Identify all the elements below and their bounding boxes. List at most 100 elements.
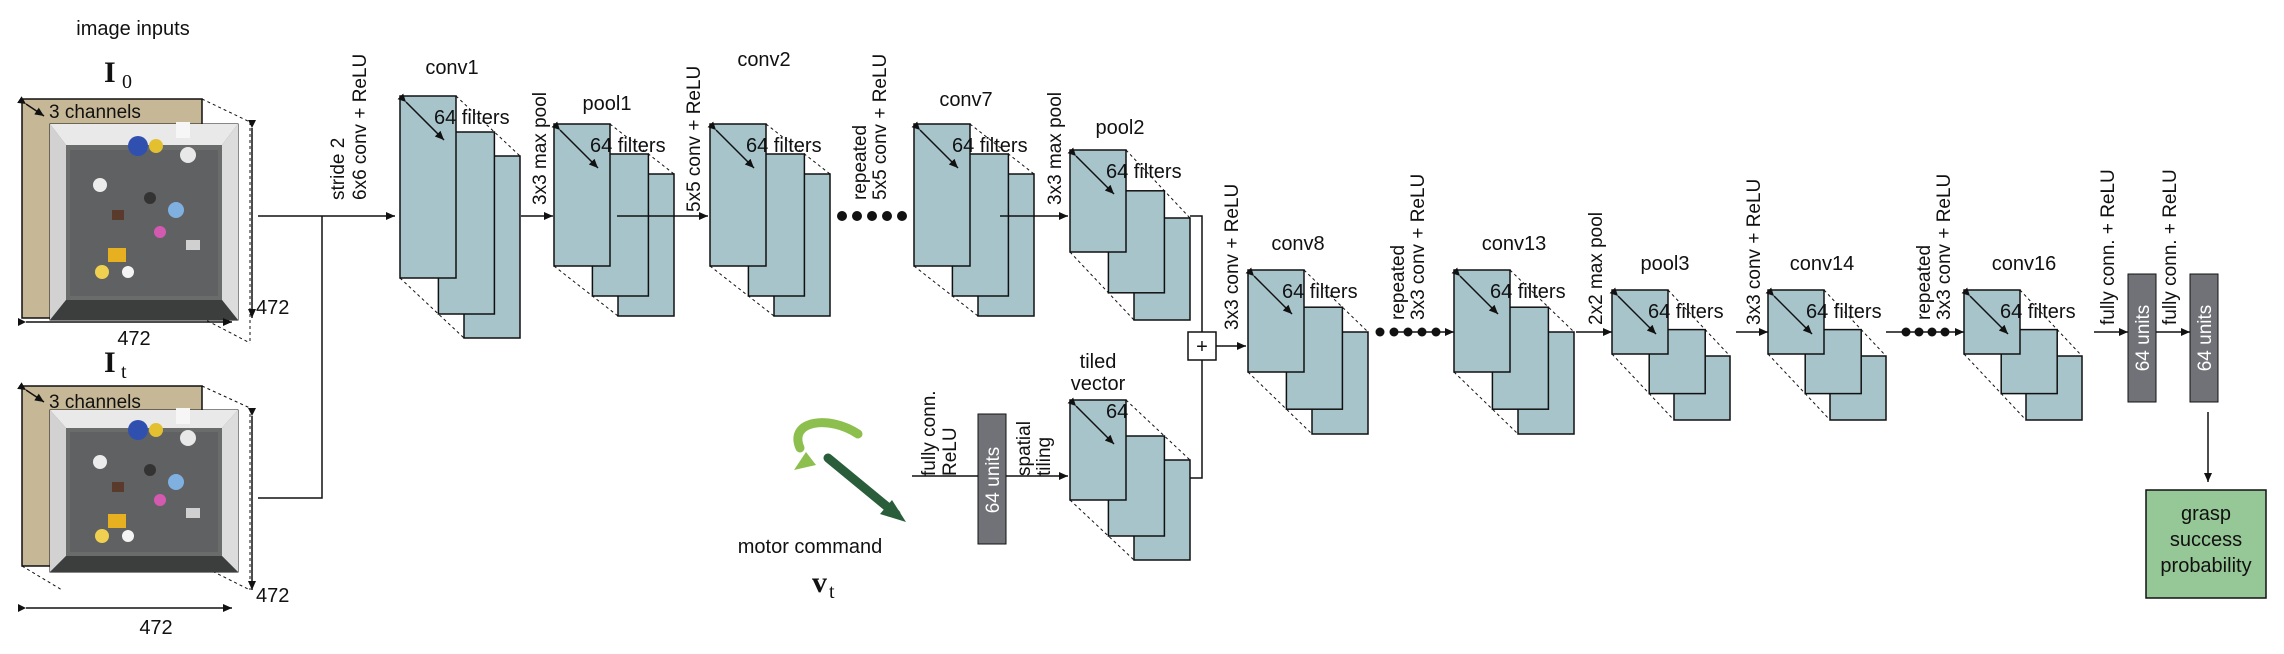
- motor-command-icon: [793, 418, 906, 522]
- svg-text:spatial: spatial: [1014, 421, 1035, 476]
- conv8-op-label: 3x3 conv + ReLU: [1222, 184, 1243, 330]
- layer-filters-label: 64 filters: [1282, 281, 1358, 303]
- image0-width-label: 472: [117, 328, 150, 350]
- filter-depth-arrow: [911, 121, 959, 169]
- pool2-op-label: 3x3 max pool: [1045, 92, 1066, 205]
- layer-filters-label: 64 filters: [1806, 301, 1882, 323]
- filter-depth-arrow: [1961, 287, 2009, 335]
- conv14-op-label: 3x3 conv + ReLU: [1744, 179, 1765, 325]
- merge-plus-node: +: [1187, 331, 1217, 361]
- layer-name-label: vector: [1071, 373, 1126, 395]
- svg-text:tiling: tiling: [1034, 437, 1055, 476]
- svg-text:6x6 conv + ReLU: 6x6 conv + ReLU: [350, 54, 371, 200]
- fc2-op-label: fully conn. + ReLU: [2160, 169, 2181, 325]
- filter-depth-arrow: [1067, 397, 1115, 445]
- svg-text:probability: probability: [2160, 555, 2251, 577]
- inputs-header: image inputs: [76, 18, 189, 40]
- layer-name-label: conv7: [939, 89, 992, 111]
- workspace-photo-t: [49, 408, 239, 573]
- imaget-height-label: 472: [256, 585, 289, 607]
- repeated-op-label-3: repeated 3x3 conv + ReLU: [1914, 174, 1955, 320]
- spatial-tiling-op-label: spatial tiling: [1014, 421, 1055, 476]
- svg-text:3x3 conv + ReLU: 3x3 conv + ReLU: [1934, 174, 1955, 320]
- imaget-channels-label: 3 channels: [49, 392, 141, 413]
- filter-depth-arrow: [1609, 287, 1657, 335]
- pool1-op-label: 3x3 max pool: [530, 92, 551, 205]
- svg-text:64 units: 64 units: [2195, 305, 2216, 372]
- layer-block-conv2: 64 filters conv2: [707, 49, 831, 317]
- repeated-op-label-2: repeated 3x3 conv + ReLU: [1388, 174, 1429, 320]
- repeated-op-label-1: repeated 5x5 conv + ReLU: [850, 54, 891, 200]
- motor-units-bar: 64 units: [977, 413, 1007, 545]
- filter-depth-arrow: [1245, 267, 1293, 315]
- motor-subscript: t: [829, 581, 835, 603]
- svg-text:3x3 conv + ReLU: 3x3 conv + ReLU: [1408, 174, 1429, 320]
- layer-filters-label: 64 filters: [1648, 301, 1724, 323]
- filter-depth-arrow: [397, 93, 445, 141]
- layer-filters-label: 64 filters: [746, 135, 822, 157]
- layer-filters-label: 64 filters: [2000, 301, 2076, 323]
- imaget-input: 3 channels 472 472: [17, 382, 289, 639]
- image0-height-label: 472: [256, 297, 289, 319]
- svg-text:repeated: repeated: [850, 125, 871, 200]
- fc1-op-label: fully conn. + ReLU: [2098, 169, 2119, 325]
- repeated-dots-2: [1375, 327, 1441, 337]
- layer-name-label: pool1: [583, 93, 632, 115]
- imaget-symbol: I: [104, 346, 116, 379]
- main-path-arrows: [521, 212, 2212, 482]
- layer-name-label: conv8: [1271, 233, 1324, 255]
- layer-name-label: conv13: [1482, 233, 1547, 255]
- conv2-op-label: 5x5 conv + ReLU: [684, 66, 705, 212]
- layer-block-conv1: 64 filters conv1: [397, 57, 521, 339]
- layer-block-conv8: 64 filters conv8: [1245, 233, 1369, 435]
- svg-text:grasp: grasp: [2181, 503, 2231, 525]
- image0-symbol: I: [104, 56, 116, 89]
- imaget-subscript: t: [121, 361, 127, 383]
- svg-text:+: +: [1196, 336, 1208, 358]
- layer-name-label: tiled: [1080, 351, 1117, 373]
- conv1-op-label: stride 2 6x6 conv + ReLU: [328, 54, 371, 200]
- fc1-units-bar: 64 units: [2127, 273, 2157, 403]
- svg-text:success: success: [2170, 529, 2242, 551]
- layer-name-label: conv1: [425, 57, 478, 79]
- svg-text:5x5 conv + ReLU: 5x5 conv + ReLU: [870, 54, 891, 200]
- layer-filters-label: 64 filters: [590, 135, 666, 157]
- svg-text:fully conn.: fully conn.: [919, 390, 940, 476]
- layer-name-label: conv2: [737, 49, 790, 71]
- layer-block-conv7: 64 filters conv7: [911, 89, 1035, 317]
- layer-name-label: conv16: [1992, 253, 2057, 275]
- layer-block-pool1: 64 filters pool1: [551, 93, 675, 317]
- filter-depth-arrow: [551, 121, 599, 169]
- motor-fc-op-label: fully conn. ReLU: [919, 390, 961, 476]
- imaget-merge-line: [258, 216, 323, 499]
- filter-depth-arrow: [1451, 267, 1499, 315]
- svg-text:64 units: 64 units: [983, 447, 1004, 514]
- filter-depth-arrow: [707, 121, 755, 169]
- image0-input: 3 channels 472 472: [17, 96, 289, 350]
- svg-text:64 units: 64 units: [2133, 305, 2154, 372]
- layer-name-label: pool3: [1641, 253, 1690, 275]
- filter-depth-arrow: [1067, 147, 1115, 195]
- pool3-op-label: 2x2 max pool: [1586, 212, 1607, 325]
- workspace-photo-0: [49, 122, 239, 321]
- fc2-units-bar: 64 units: [2189, 273, 2219, 403]
- repeated-dots-3: [1901, 327, 1950, 337]
- layer-filters-label: 64 filters: [434, 107, 510, 129]
- layer-filters-label: 64 filters: [952, 135, 1028, 157]
- imaget-width-label: 472: [139, 617, 172, 639]
- motor-symbol: v: [812, 566, 827, 599]
- repeated-dots-1: [837, 211, 907, 221]
- svg-text:stride 2: stride 2: [328, 138, 349, 200]
- layer-block-conv16: 64 filters conv16: [1961, 253, 2083, 421]
- image0-subscript: 0: [122, 71, 132, 93]
- svg-text:ReLU: ReLU: [940, 427, 961, 476]
- svg-text:repeated: repeated: [1914, 245, 1935, 320]
- layer-name-label: pool2: [1096, 117, 1145, 139]
- output-probability-box: grasp success probability: [2145, 489, 2267, 599]
- image0-channels-label: 3 channels: [49, 102, 141, 123]
